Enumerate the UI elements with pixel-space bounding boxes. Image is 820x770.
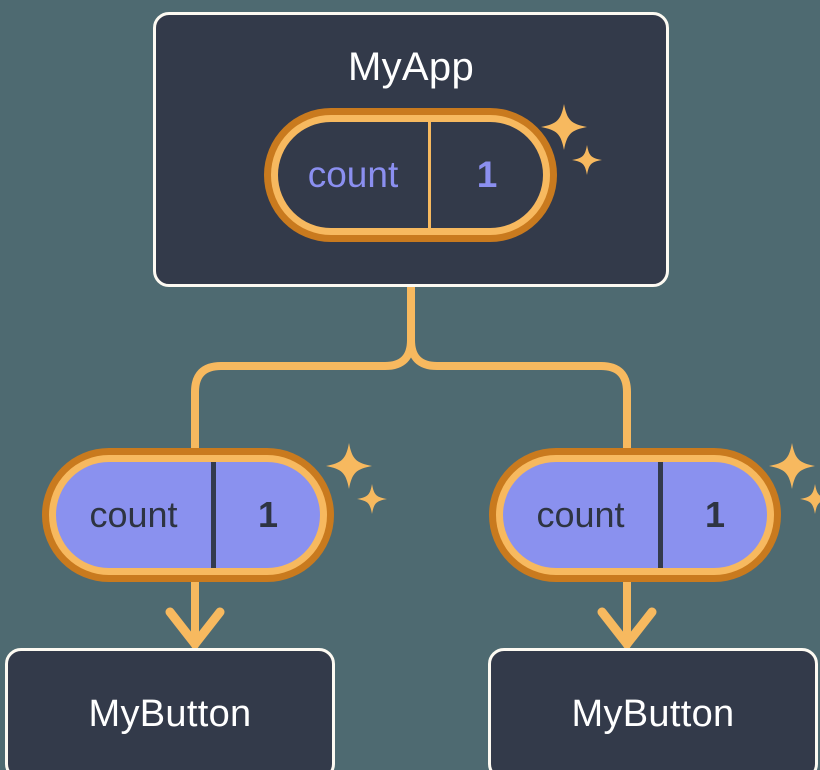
component-box-mybutton-right[interactable]: MyButton bbox=[488, 648, 818, 770]
state-value-label: 1 bbox=[476, 154, 498, 195]
state-pill-ring-inner: count 1 bbox=[496, 455, 774, 575]
state-pill-face: count 1 bbox=[503, 462, 767, 568]
state-value-label: 1 bbox=[704, 494, 726, 535]
state-pill-face: count 1 bbox=[56, 462, 320, 568]
component-title-mybutton: MyButton bbox=[88, 692, 252, 735]
state-pill-root[interactable]: count 1 bbox=[264, 108, 557, 242]
component-box-mybutton-left[interactable]: MyButton bbox=[5, 648, 335, 770]
connector-root-to-right bbox=[407, 284, 631, 456]
state-pill-right[interactable]: count 1 bbox=[489, 448, 781, 582]
arrow-head-right bbox=[597, 607, 657, 649]
state-pill-divider bbox=[428, 122, 431, 228]
connector-root-to-left bbox=[191, 284, 415, 456]
state-pill-ring-inner: count 1 bbox=[49, 455, 327, 575]
state-key-label: count bbox=[536, 494, 625, 535]
state-pill-divider bbox=[211, 462, 216, 568]
state-key-label: count bbox=[89, 494, 178, 535]
state-pill-face: count 1 bbox=[278, 122, 543, 228]
state-value-label: 1 bbox=[257, 494, 279, 535]
component-title-mybutton: MyButton bbox=[571, 692, 735, 735]
state-pill-divider bbox=[658, 462, 663, 568]
arrow-head-left bbox=[165, 607, 225, 649]
state-key-label: count bbox=[307, 154, 399, 195]
state-pill-ring-inner: count 1 bbox=[271, 115, 550, 235]
component-title-myapp: MyApp bbox=[348, 45, 474, 89]
state-pill-left[interactable]: count 1 bbox=[42, 448, 334, 582]
